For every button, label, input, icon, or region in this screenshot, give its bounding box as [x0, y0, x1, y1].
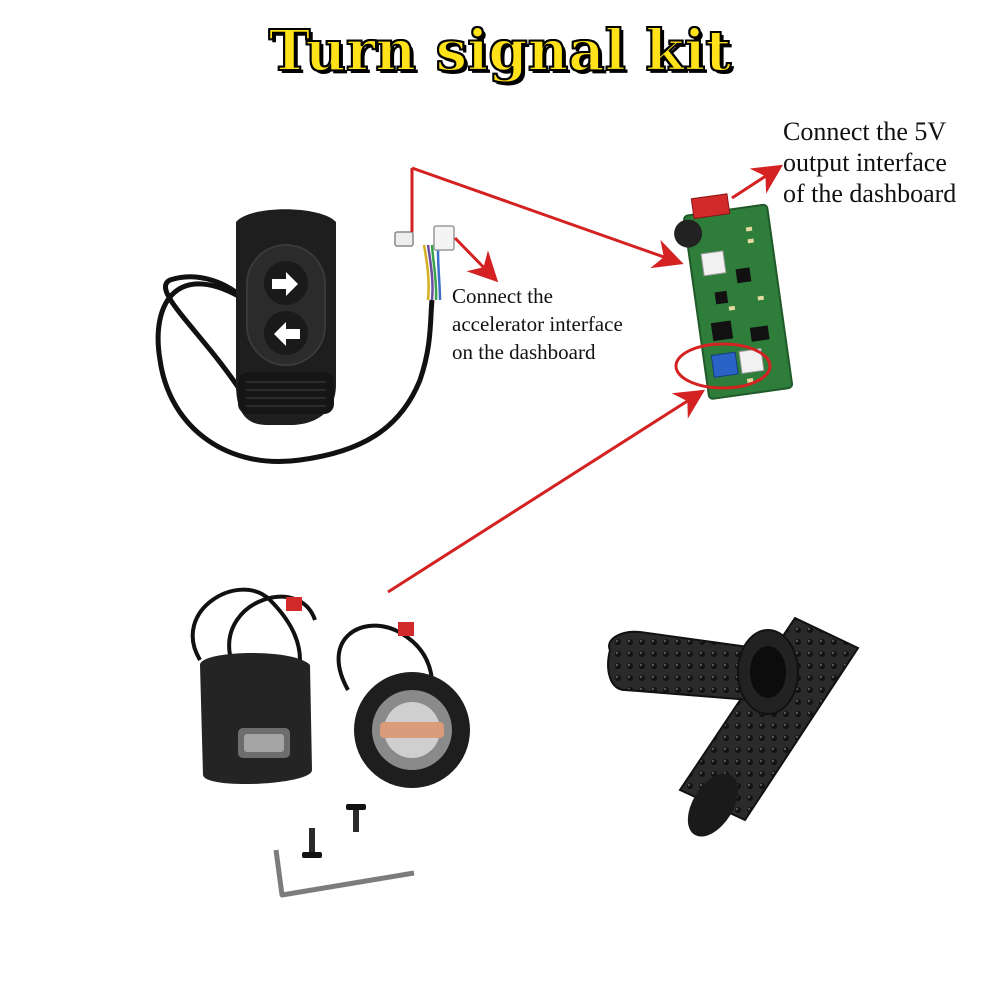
screws-and-hex-key — [273, 804, 415, 898]
annotation-accelerator: Connect the accelerator interface on the… — [452, 284, 623, 364]
connection-arrows — [387, 164, 784, 594]
turn-signal-lights — [190, 587, 470, 788]
circuit-board — [674, 193, 794, 400]
page-title: Turn signal kit — [268, 17, 733, 85]
annotation-5v-output: Connect the 5V output interface of the d… — [783, 117, 957, 208]
thumb-switch — [155, 209, 455, 464]
handlebar-grips — [607, 616, 860, 837]
